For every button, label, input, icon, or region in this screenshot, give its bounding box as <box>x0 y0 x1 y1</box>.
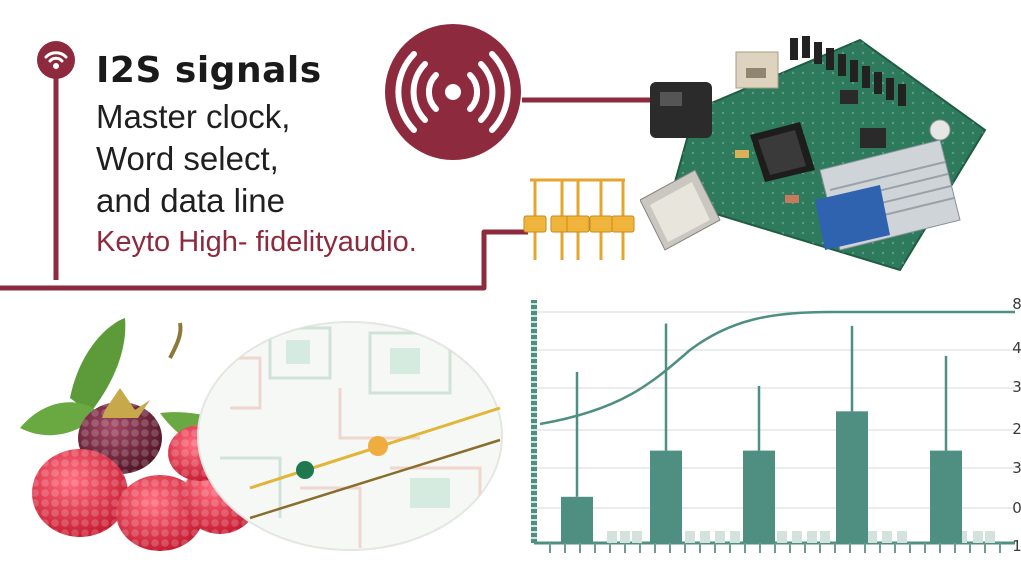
minor-bar <box>882 531 892 543</box>
y-tick-label: 4 <box>1012 339 1021 357</box>
minor-bar <box>985 531 995 543</box>
wifi-signal-icon <box>36 40 76 80</box>
body-line-word-select: Word select, <box>96 140 279 177</box>
bar <box>650 450 682 543</box>
minor-bar <box>807 531 817 543</box>
chart-plot-area <box>531 300 1015 553</box>
minor-bar <box>777 531 787 543</box>
body-line-master-clock: Master clock, <box>96 98 291 135</box>
minor-bar <box>730 531 740 543</box>
circuit-lens-illustration <box>197 321 503 551</box>
minor-bar <box>792 531 802 543</box>
signal-chart: 8 4 3 2 3 0 1 <box>500 290 1021 575</box>
minor-bar <box>632 531 642 543</box>
y-tick-label: 2 <box>1012 420 1021 438</box>
broadcast-icon <box>385 24 521 160</box>
minor-bar <box>715 531 725 543</box>
broadcast-badge <box>384 23 522 161</box>
minor-bar <box>820 531 830 543</box>
minor-bar <box>620 531 630 543</box>
bar <box>930 450 962 543</box>
y-tick-label: 0 <box>1012 499 1021 517</box>
bar <box>743 450 775 543</box>
y-tick-label: 1 <box>1012 537 1021 555</box>
curve-line <box>539 310 1015 426</box>
minor-bar <box>973 531 983 543</box>
body-line-data-line: and data line <box>96 182 285 219</box>
minor-bar <box>700 531 710 543</box>
page-title: I2S signals <box>96 50 322 91</box>
minor-bar <box>685 531 695 543</box>
y-tick-label: 3 <box>1012 459 1021 477</box>
minor-bar <box>897 531 907 543</box>
bottom-connector <box>0 229 528 291</box>
bar <box>561 496 593 543</box>
tagline: Keyto High- fidelityaudio. <box>96 226 417 258</box>
bar <box>836 411 868 543</box>
minor-bar <box>607 531 617 543</box>
y-tick-label: 8 <box>1012 295 1021 313</box>
pin-header-illustration <box>523 178 635 260</box>
y-tick-label: 3 <box>1012 378 1021 396</box>
minor-bar <box>867 531 877 543</box>
circuit-board-image <box>640 36 987 272</box>
